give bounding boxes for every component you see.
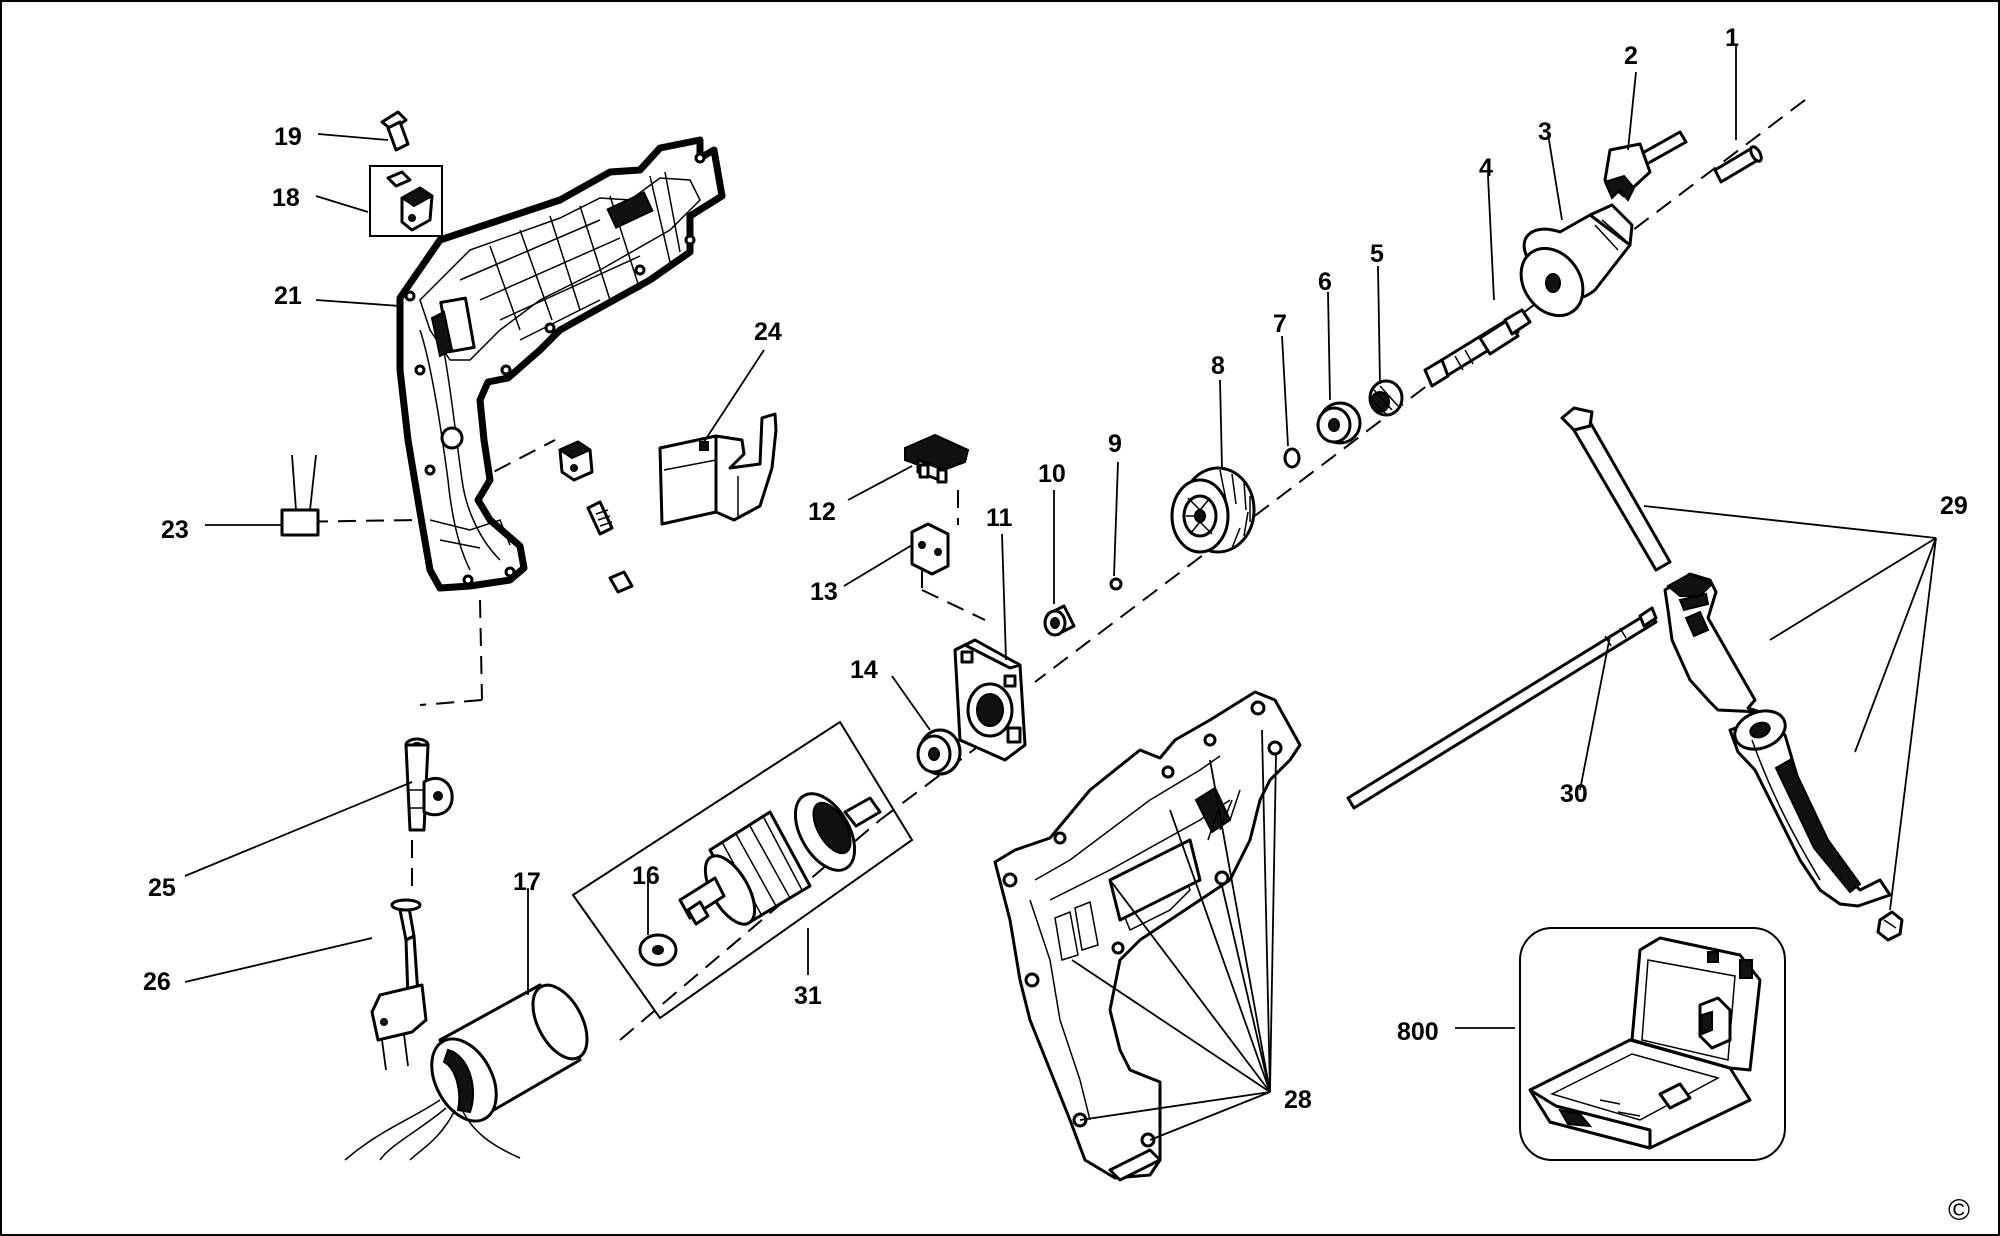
label-5: 5 [1370, 240, 1384, 268]
label-29: 29 [1940, 492, 1968, 520]
label-11: 11 [986, 504, 1013, 532]
label-1: 1 [1725, 24, 1739, 52]
part-31-armature [678, 792, 882, 926]
part-8-gear [1170, 466, 1256, 554]
part-7-circlip [1283, 447, 1301, 469]
label-3: 3 [1538, 118, 1552, 146]
part-800-kit-box [1519, 927, 1786, 1161]
label-21: 21 [274, 282, 302, 310]
copyright-mark: © [1948, 1194, 1970, 1227]
part-30-depth-rod [1346, 606, 1658, 810]
brush-holder-assembly [557, 440, 634, 594]
label-25: 25 [148, 874, 176, 902]
label-13: 13 [810, 578, 838, 606]
part-18-box [369, 165, 443, 237]
part-29-side-handle [1560, 406, 1904, 942]
part-2-chuck-key [1603, 130, 1688, 202]
part-24-switch [658, 412, 778, 526]
leader-lines [184, 46, 1937, 1141]
part-18-brush-holder [386, 170, 434, 232]
label-8: 8 [1211, 352, 1225, 380]
part-28-housing-right [993, 690, 1302, 1182]
label-24: 24 [754, 318, 782, 346]
label-4: 4 [1479, 154, 1493, 182]
part-26-plug [370, 898, 428, 1071]
label-26: 26 [143, 968, 171, 996]
label-2: 2 [1624, 42, 1638, 70]
label-800: 800 [1397, 1018, 1439, 1046]
label-28: 28 [1284, 1086, 1312, 1114]
label-17: 17 [513, 868, 541, 896]
label-16: 16 [632, 862, 660, 890]
label-10: 10 [1038, 460, 1066, 488]
part-labels: 1 2 3 4 5 6 7 8 9 10 11 12 13 14 16 17 1… [143, 24, 1970, 1227]
part-12-switch-button [904, 433, 970, 484]
part-6-washer [1316, 401, 1362, 445]
part-17-field-stator [344, 983, 589, 1161]
part-10-bushing [1043, 604, 1076, 637]
part-14-bearing [916, 728, 962, 776]
label-14: 14 [850, 656, 878, 684]
part-19-screw [380, 110, 410, 152]
part-4-spindle [1423, 308, 1532, 388]
armature-box [571, 720, 914, 1020]
label-30: 30 [1560, 780, 1588, 808]
label-12: 12 [808, 498, 836, 526]
part-23-capacitor [280, 454, 320, 537]
part-25-cord-guard [404, 737, 454, 832]
label-6: 6 [1318, 268, 1332, 296]
label-18: 18 [272, 184, 300, 212]
part-3-drill-chuck [1519, 203, 1634, 318]
label-23: 23 [161, 516, 189, 544]
label-9: 9 [1108, 430, 1122, 458]
part-13-contact-plate [910, 522, 950, 576]
part-1-pin [1713, 145, 1763, 184]
part-21-housing-left [396, 136, 726, 592]
part-11-bearing-plate [953, 638, 1027, 762]
label-7: 7 [1273, 310, 1287, 338]
part-5-spring [1368, 379, 1404, 417]
label-31: 31 [794, 982, 822, 1010]
label-19: 19 [274, 123, 302, 151]
part-16-washer [638, 933, 678, 967]
part-9-ball [1109, 577, 1123, 591]
